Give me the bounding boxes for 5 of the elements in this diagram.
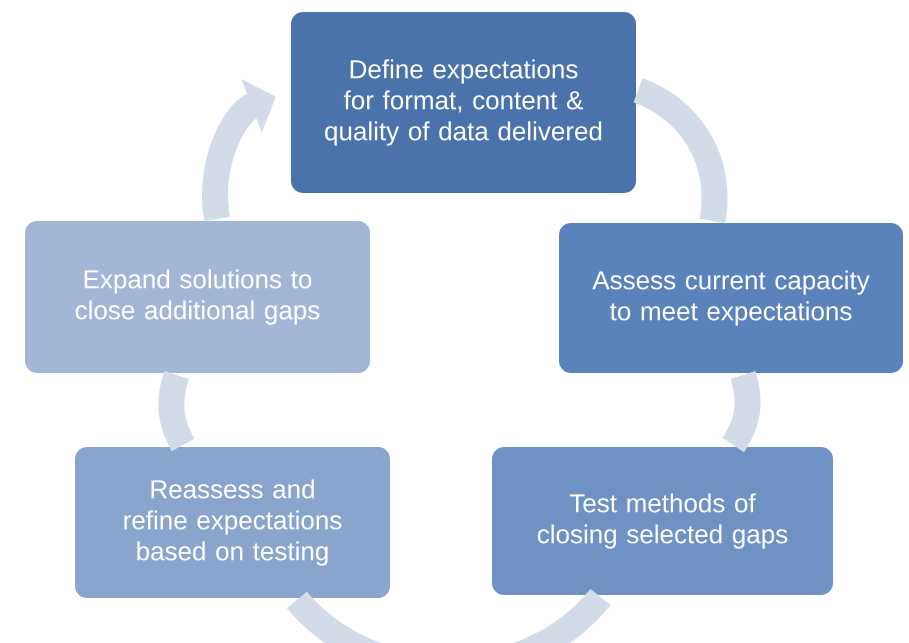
process-box: Test methods of closing selected gaps: [488, 443, 837, 599]
process-box: Reassess and refine expectations based on testing: [71, 443, 394, 602]
process-box: Assess current capacity to meet expectations: [555, 219, 907, 377]
process-box: Expand solutions to close additional gaps: [21, 217, 374, 377]
process-box: Define expectations for format, content & quality of data delivered: [287, 8, 640, 197]
